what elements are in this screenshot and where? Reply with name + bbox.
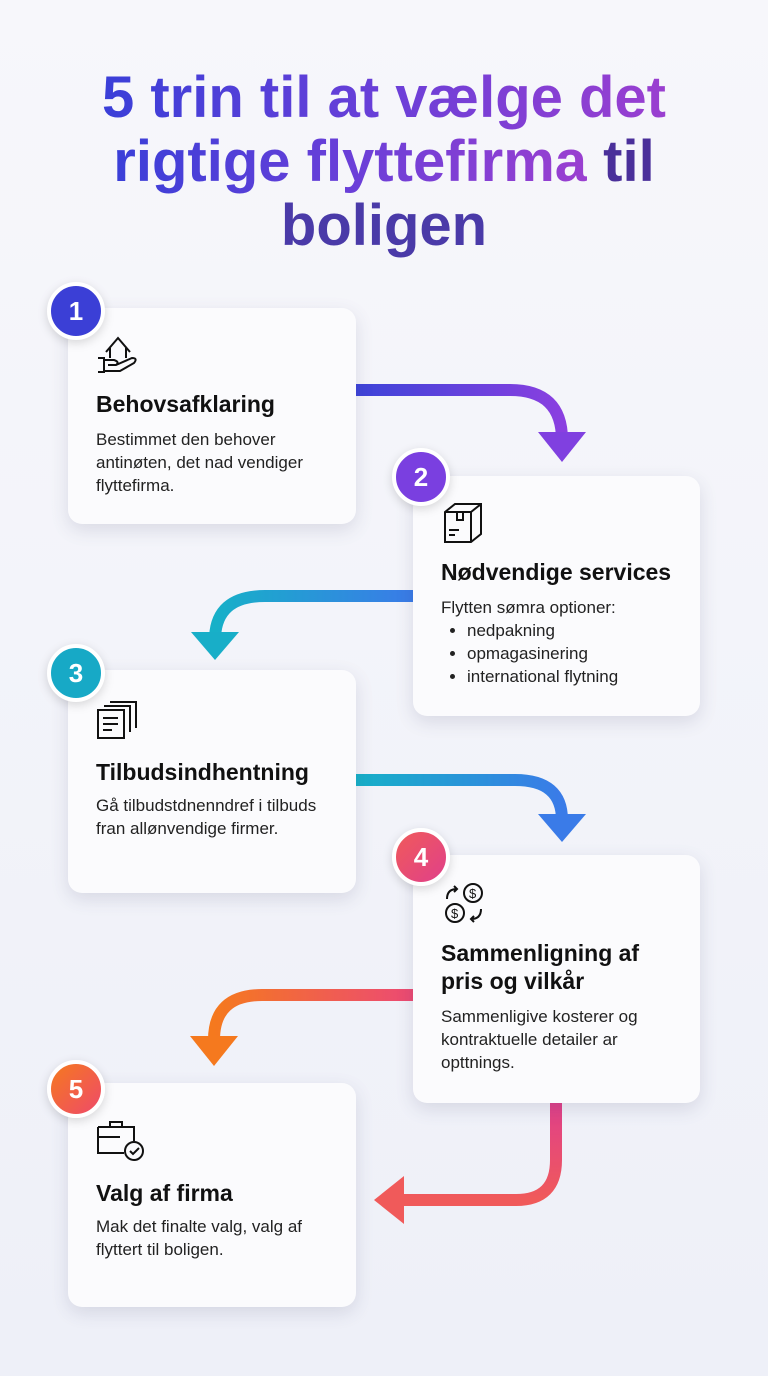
services-list: nedpakningopmagasineringinternational fl…	[441, 619, 680, 688]
step-badge-5: 5	[47, 1060, 105, 1118]
arrowhead-3	[538, 814, 586, 842]
briefcase-check-icon	[97, 1121, 144, 1161]
step-card-3: Tilbudsindhentning Gå tilbudstdnenndref …	[68, 670, 356, 893]
arrow-3-to-4	[356, 774, 568, 821]
arrowhead-1	[538, 432, 586, 462]
arrowhead-4	[190, 1036, 238, 1066]
step-badge-2: 2	[392, 448, 450, 506]
currency-exchange-icon: $$	[445, 883, 483, 923]
house-hand-icon	[98, 336, 137, 373]
arrow-1-to-2	[356, 384, 568, 441]
list-item: nedpakning	[467, 619, 680, 642]
title-line-3: boligen	[280, 193, 488, 258]
step-description: Flytten sømra optioner: nedpakningopmaga…	[441, 596, 680, 688]
step-card-2: Nødvendige services Flytten sømra option…	[413, 476, 700, 716]
step-card-5: Valg af firma Mak det finalte valg, valg…	[68, 1083, 356, 1307]
step-title: Valg af firma	[96, 1180, 233, 1206]
step-description: Gå tilbudstdnenndref i tilbuds fran allø…	[96, 796, 317, 838]
step-description: Bestimmet den behover antinøten, det nad…	[96, 430, 303, 495]
arrowhead-5	[374, 1176, 404, 1224]
svg-text:$: $	[451, 906, 459, 921]
documents-icon	[97, 701, 137, 739]
title-line-2-end: til	[587, 129, 655, 194]
step-title: Behovsafklaring	[96, 391, 275, 417]
arrow-4-down-to-5	[400, 1103, 562, 1206]
arrow-2-to-3	[209, 590, 413, 641]
step-title: Tilbudsindhentning	[96, 759, 309, 785]
step-badge-3: 3	[47, 644, 105, 702]
svg-text:$: $	[469, 886, 477, 901]
list-item: opmagasinering	[467, 642, 680, 665]
step-card-4: $$ Sammenligning af pris og vilkår Samme…	[413, 855, 700, 1103]
step-card-1: Behovsafklaring Bestimmet den behover an…	[68, 308, 356, 524]
step-description: Sammenligive kosterer og kontraktuelle d…	[441, 1007, 638, 1072]
arrow-4-to-5	[208, 989, 413, 1041]
box-icon	[444, 503, 482, 543]
title-line-2: rigtige flyttefirma	[113, 129, 588, 194]
step-badge-4: 4	[392, 828, 450, 886]
title-line-1: 5 trin til at vælge det	[102, 65, 666, 130]
step-description: Mak det finalte valg, valg af flyttert t…	[96, 1217, 303, 1259]
step-title: Nødvendige services	[441, 559, 672, 585]
arrowhead-2	[191, 632, 239, 660]
page-title: 5 trin til at vælge det rigtige flyttefi…	[0, 66, 768, 258]
list-item: international flytning	[467, 665, 680, 688]
step-intro: Flytten sømra optioner:	[441, 598, 616, 617]
step-badge-1: 1	[47, 282, 105, 340]
step-title: Sammenligning af pris og vilkår	[441, 940, 640, 994]
